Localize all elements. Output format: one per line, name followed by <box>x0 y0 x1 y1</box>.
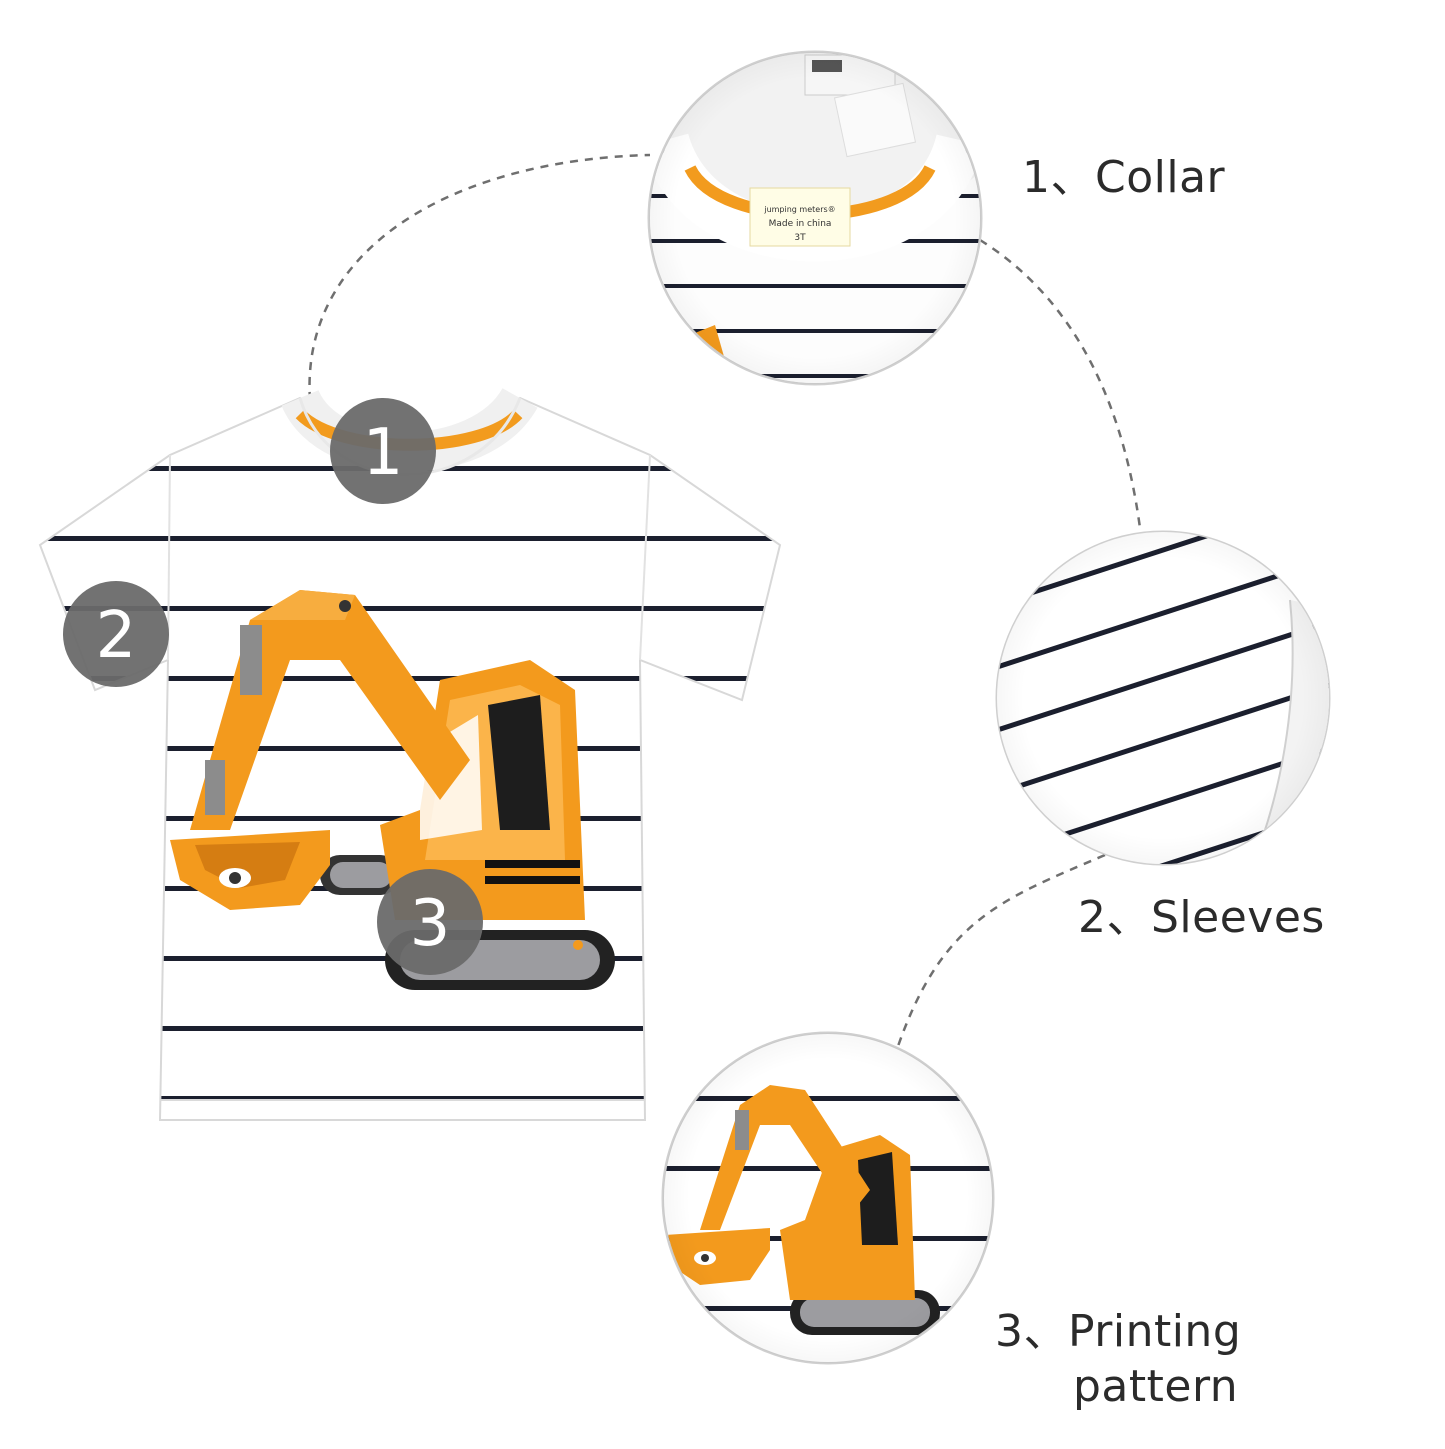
collar-tag-origin: Made in china <box>769 219 832 229</box>
collar-tag-brand: jumping meters® <box>763 205 835 214</box>
connector-lines <box>308 153 1142 1056</box>
callout-print-label-line2: pattern <box>1073 1361 1239 1412</box>
marker-3-number: 3 <box>410 887 451 961</box>
collar-detail-photo: jumping meters® Made in china 3T <box>647 50 983 386</box>
print-detail-photo <box>661 1031 995 1365</box>
marker-2: 2 <box>63 581 169 687</box>
sleeve-detail-photo <box>995 530 1331 866</box>
callout-sleeves-label: 2、Sleeves <box>1078 892 1325 943</box>
excavator-print-icon <box>170 590 615 990</box>
t-shirt <box>38 387 782 1121</box>
callout-print-label-line1: 3、Printing <box>995 1306 1242 1357</box>
callout-collar-label: 1、Collar <box>1022 152 1226 203</box>
marker-1: 1 <box>330 398 436 504</box>
marker-2-number: 2 <box>96 599 137 673</box>
collar-tag-size: 3T <box>794 233 806 243</box>
marker-1-number: 1 <box>363 416 404 490</box>
marker-3: 3 <box>377 869 483 975</box>
